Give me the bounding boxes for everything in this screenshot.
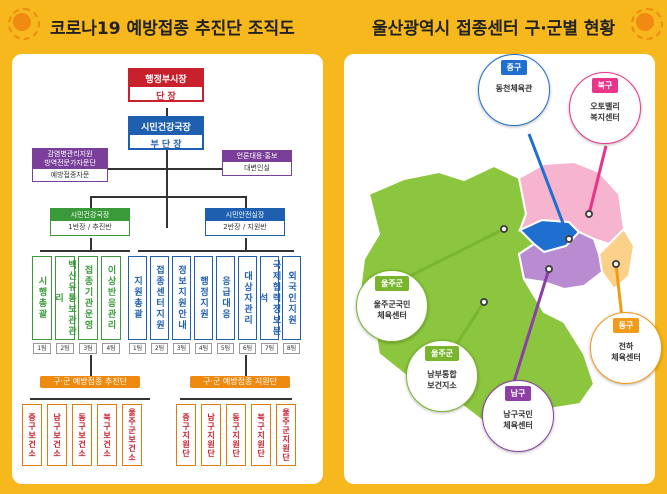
right-team-tag-4: 4팀 bbox=[195, 343, 212, 354]
sun-icon bbox=[631, 8, 663, 40]
right-team-8: 외국인지원 bbox=[282, 256, 301, 340]
chief-title: 행정부시장 bbox=[130, 70, 202, 87]
sun-icon bbox=[8, 8, 40, 40]
left-gu-2: 남구보건소 bbox=[47, 404, 67, 466]
advisory-role: 예방접종자문 bbox=[50, 171, 90, 179]
left-team-tag-4: 4팀 bbox=[102, 343, 120, 354]
nam-center-dot bbox=[545, 265, 553, 273]
left-gu-4: 북구보건소 bbox=[97, 404, 117, 466]
center-district-6: 남구 bbox=[504, 386, 532, 401]
center-name-2: 오토밸리 복지센터 bbox=[590, 102, 620, 122]
right-gu-5: 울주군지원단 bbox=[276, 404, 296, 466]
media-title: 언론대응·홍보 bbox=[223, 151, 291, 162]
right-team-tag-6: 6팀 bbox=[239, 343, 256, 354]
right-team-tag-8: 8팀 bbox=[283, 343, 300, 354]
center-name-5: 남부통합 보건지소 bbox=[427, 370, 457, 390]
ulju-center-dot-2 bbox=[480, 298, 488, 306]
advisory-title: 감염병관리지원 방역전문가자문단 bbox=[33, 149, 107, 169]
right-team-1: 지원총괄 bbox=[128, 256, 147, 340]
left-team-3: 접종기관운영 bbox=[78, 256, 98, 340]
center-name-3: 울주군국민 체육센터 bbox=[373, 300, 411, 320]
right-branch-box: 시민안전실장 2반장 / 지원반 bbox=[205, 208, 285, 236]
right-team-7: 국제협력정보분석 bbox=[258, 256, 281, 340]
chief-role: 단 장 bbox=[156, 92, 176, 102]
center-bubble-3[interactable]: 울주군 울주군국민 체육센터 bbox=[356, 270, 428, 342]
center-district-5: 울주군 bbox=[424, 346, 460, 361]
jung-center-dot bbox=[565, 235, 573, 243]
left-gu-label: 구·군 예방접종 추진단 bbox=[40, 376, 140, 388]
center-district-2: 북구 bbox=[591, 78, 619, 93]
nam-region bbox=[517, 230, 604, 291]
center-district-3: 울주군 bbox=[374, 276, 410, 291]
advisory-box: 감염병관리지원 방역전문가자문단 예방접종자문 bbox=[32, 148, 108, 182]
left-team-tag-1: 1팀 bbox=[33, 343, 51, 354]
right-team-3: 정보지원안내 bbox=[172, 256, 191, 340]
center-bubble-5[interactable]: 울주군 남부통합 보건지소 bbox=[406, 340, 478, 412]
left-title: 코로나19 예방접종 추진단 조직도 bbox=[50, 19, 295, 39]
right-gu-1: 중구지원단 bbox=[176, 404, 196, 466]
center-bubble-1[interactable]: 중구 동천체육관 bbox=[478, 54, 550, 126]
center-district-1: 중구 bbox=[500, 60, 528, 75]
right-team-tag-5: 5팀 bbox=[217, 343, 234, 354]
left-team-tag-3: 3팀 bbox=[79, 343, 97, 354]
left-team-4: 이상반응관리 bbox=[101, 256, 121, 340]
right-title: 울산광역시 접종센터 구·군별 현황 bbox=[372, 19, 616, 39]
left-team-1: 시행총괄 bbox=[32, 256, 52, 340]
buk-center-dot bbox=[585, 210, 593, 218]
left-branch-title: 시민건강국장 bbox=[51, 209, 129, 221]
ulju-center-dot-1 bbox=[500, 225, 508, 233]
center-district-4: 동구 bbox=[612, 318, 640, 333]
left-team-2: 백신유통보관관리 bbox=[53, 256, 76, 340]
right-gu-4: 북구지원단 bbox=[251, 404, 271, 466]
deputy-box: 시민건강국장 부 단 장 bbox=[128, 116, 204, 150]
left-gu-3: 동구보건소 bbox=[72, 404, 92, 466]
right-team-2: 접종센터지원 bbox=[150, 256, 169, 340]
center-name-6: 남구국민 체육센터 bbox=[503, 410, 533, 430]
right-team-tag-7: 7팀 bbox=[261, 343, 278, 354]
dong-center-dot bbox=[612, 260, 620, 268]
right-team-tag-2: 2팀 bbox=[151, 343, 168, 354]
right-gu-label: 구·군 예방접종 지원단 bbox=[190, 376, 290, 388]
center-bubble-2[interactable]: 북구 오토밸리 복지센터 bbox=[569, 72, 641, 144]
deputy-role: 부 단 장 bbox=[150, 140, 182, 150]
right-branch-role: 2반장 / 지원반 bbox=[223, 223, 267, 231]
center-bubble-4[interactable]: 동구 전하 체육센터 bbox=[590, 312, 662, 384]
center-bubble-6[interactable]: 남구 남구국민 체육센터 bbox=[482, 380, 554, 452]
media-box: 언론대응·홍보 대변인실 bbox=[222, 150, 292, 176]
right-gu-2: 남구지원단 bbox=[201, 404, 221, 466]
right-team-6: 대상자관리 bbox=[238, 256, 257, 340]
right-branch-title: 시민안전실장 bbox=[206, 209, 284, 221]
right-team-5: 응급대응 bbox=[216, 256, 235, 340]
left-gu-1: 중구보건소 bbox=[22, 404, 42, 466]
left-branch-role: 1반장 / 추진반 bbox=[68, 223, 112, 231]
left-branch-box: 시민건강국장 1반장 / 추진반 bbox=[50, 208, 130, 236]
right-team-4: 행정지원 bbox=[194, 256, 213, 340]
left-gu-5: 울주군보건소 bbox=[122, 404, 142, 466]
chief-box: 행정부시장 단 장 bbox=[128, 68, 204, 102]
right-gu-3: 동구지원단 bbox=[226, 404, 246, 466]
center-name-1: 동천체육관 bbox=[495, 84, 533, 93]
right-team-tag-3: 3팀 bbox=[173, 343, 190, 354]
media-role: 대변인실 bbox=[244, 164, 270, 172]
deputy-title: 시민건강국장 bbox=[130, 118, 202, 135]
center-name-4: 전하 체육센터 bbox=[611, 342, 641, 362]
right-team-tag-1: 1팀 bbox=[129, 343, 146, 354]
left-team-tag-2: 2팀 bbox=[56, 343, 74, 354]
